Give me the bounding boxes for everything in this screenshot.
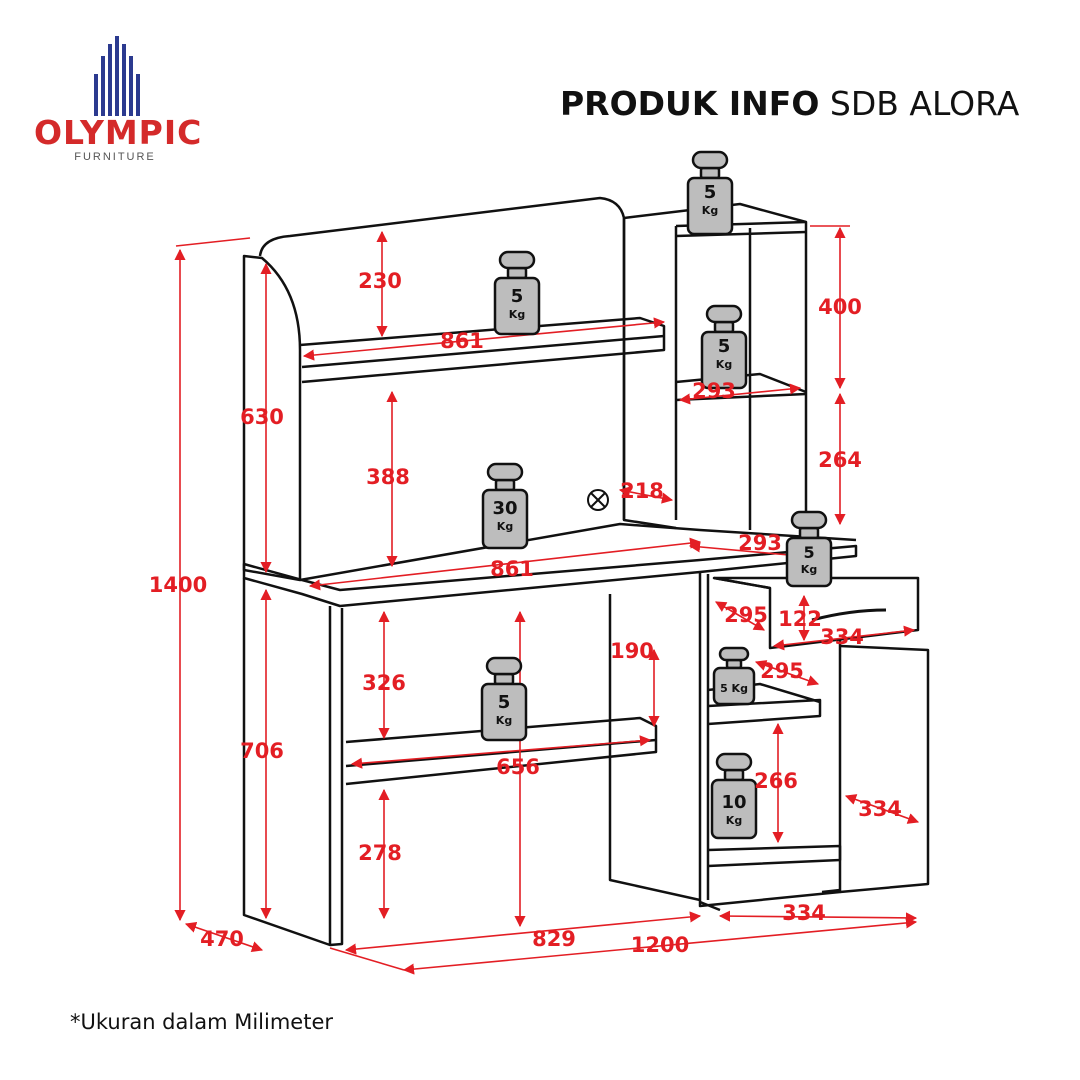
svg-text:5: 5 <box>511 286 524 307</box>
page-title: PRODUK INFO SDB ALORA <box>560 84 1019 124</box>
dim-total-height: 1400 <box>149 573 207 597</box>
dim-desk-ext: 293 <box>738 531 782 555</box>
dim-upper-shelf: 861 <box>440 329 484 353</box>
svg-text:5 Kg: 5 Kg <box>720 682 748 695</box>
dim-drawer-width: 334 <box>820 625 864 649</box>
dimension-labels: 1400 470 1200 829 334 630 230 861 388 86… <box>149 269 902 957</box>
svg-text:5: 5 <box>803 543 814 562</box>
dim-drawer-depth: 295 <box>724 603 768 627</box>
weight-icon: 5 Kg <box>686 150 734 236</box>
svg-text:Kg: Kg <box>726 814 742 827</box>
weight-icons: 5 Kg 5 Kg 5 Kg 30 Kg 5 <box>480 150 833 840</box>
brand-name: OLYMPIC <box>34 113 203 152</box>
screw-icon <box>587 489 609 511</box>
brand-logo: OLYMPIC FURNITURE <box>30 30 203 170</box>
dim-under-desk-gap: 326 <box>362 671 406 695</box>
dim-lower-shelf: 656 <box>496 755 540 779</box>
dim-desk-width: 829 <box>532 927 576 951</box>
svg-text:5: 5 <box>498 692 511 713</box>
dim-hutch-side-depth: 218 <box>620 479 664 503</box>
dim-tower-shelf: 293 <box>692 379 736 403</box>
weight-icon: 5 Kg <box>785 510 833 588</box>
svg-text:Kg: Kg <box>509 308 525 321</box>
dim-top-gap: 230 <box>358 269 402 293</box>
dim-cabinet-width: 334 <box>782 901 826 925</box>
dim-hutch-height: 630 <box>240 405 284 429</box>
footnote: *Ukuran dalam Milimeter <box>70 1010 334 1034</box>
weight-icon: 30 Kg <box>481 462 529 550</box>
svg-text:Kg: Kg <box>497 520 513 533</box>
title-product: SDB ALORA <box>829 84 1020 123</box>
dim-depth: 470 <box>200 927 244 951</box>
dim-tower-mid-gap: 264 <box>818 448 862 472</box>
svg-text:5: 5 <box>718 336 731 357</box>
dim-middle-gap: 388 <box>366 465 410 489</box>
dim-floor-gap: 278 <box>358 841 402 865</box>
dim-cab-gap: 266 <box>754 769 798 793</box>
weight-icon: 10 Kg <box>710 752 758 840</box>
dim-door-width: 334 <box>858 797 902 821</box>
weight-icon: 5 Kg <box>480 656 528 742</box>
weight-icon: 5 Kg <box>493 250 541 336</box>
dim-cab-shelf-depth: 295 <box>760 659 804 683</box>
dim-tower-top-gap: 400 <box>818 295 862 319</box>
svg-text:Kg: Kg <box>716 358 732 371</box>
title-bold: PRODUK INFO <box>560 84 820 123</box>
weight-icon: 5 Kg <box>700 304 748 390</box>
dimension-lines <box>174 225 920 975</box>
dim-total-width: 1200 <box>631 933 689 957</box>
logo-stripes-icon <box>94 36 140 116</box>
svg-text:Kg: Kg <box>496 714 512 727</box>
svg-text:Kg: Kg <box>702 204 718 217</box>
dim-drawer-height: 122 <box>778 607 822 631</box>
dim-side-gap: 190 <box>610 639 654 663</box>
svg-text:30: 30 <box>492 498 517 519</box>
svg-text:Kg: Kg <box>801 563 817 576</box>
dim-leg-height: 706 <box>240 739 284 763</box>
weight-icon: 5 Kg <box>712 646 756 706</box>
svg-text:10: 10 <box>721 792 746 813</box>
dim-desk-top: 861 <box>490 557 534 581</box>
svg-text:5: 5 <box>704 182 717 203</box>
brand-subtitle: FURNITURE <box>74 151 156 163</box>
